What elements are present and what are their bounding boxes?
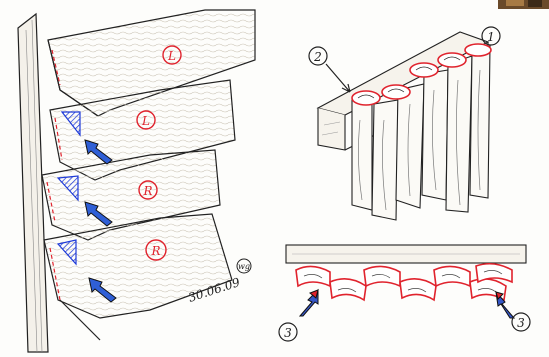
board-label-3-text: R xyxy=(142,184,152,198)
callout-3-left-text: 3 xyxy=(284,326,292,340)
callout-2: 2 xyxy=(309,47,350,92)
signature-text: wg xyxy=(238,262,250,271)
board-label-1-text: L xyxy=(167,49,176,63)
board-label-4-text: R xyxy=(150,244,160,258)
callout-3-right: 3 xyxy=(512,313,530,331)
right-top-figure-hanging-boards xyxy=(318,32,491,220)
callout-1: 1 xyxy=(482,27,500,45)
left-figure-overlapping-boards xyxy=(18,10,255,352)
callout-2-text: 2 xyxy=(313,50,322,64)
callout-3-right-text: 3 xyxy=(517,316,525,330)
photo-thumbnail-icon xyxy=(498,0,549,9)
board-label-2-text: L xyxy=(141,114,150,128)
callout-3-left: 3 xyxy=(279,323,297,341)
signature-mark: wg xyxy=(237,259,251,273)
right-bottom-figure-section xyxy=(286,245,526,300)
callout-1-text: 1 xyxy=(487,30,495,44)
